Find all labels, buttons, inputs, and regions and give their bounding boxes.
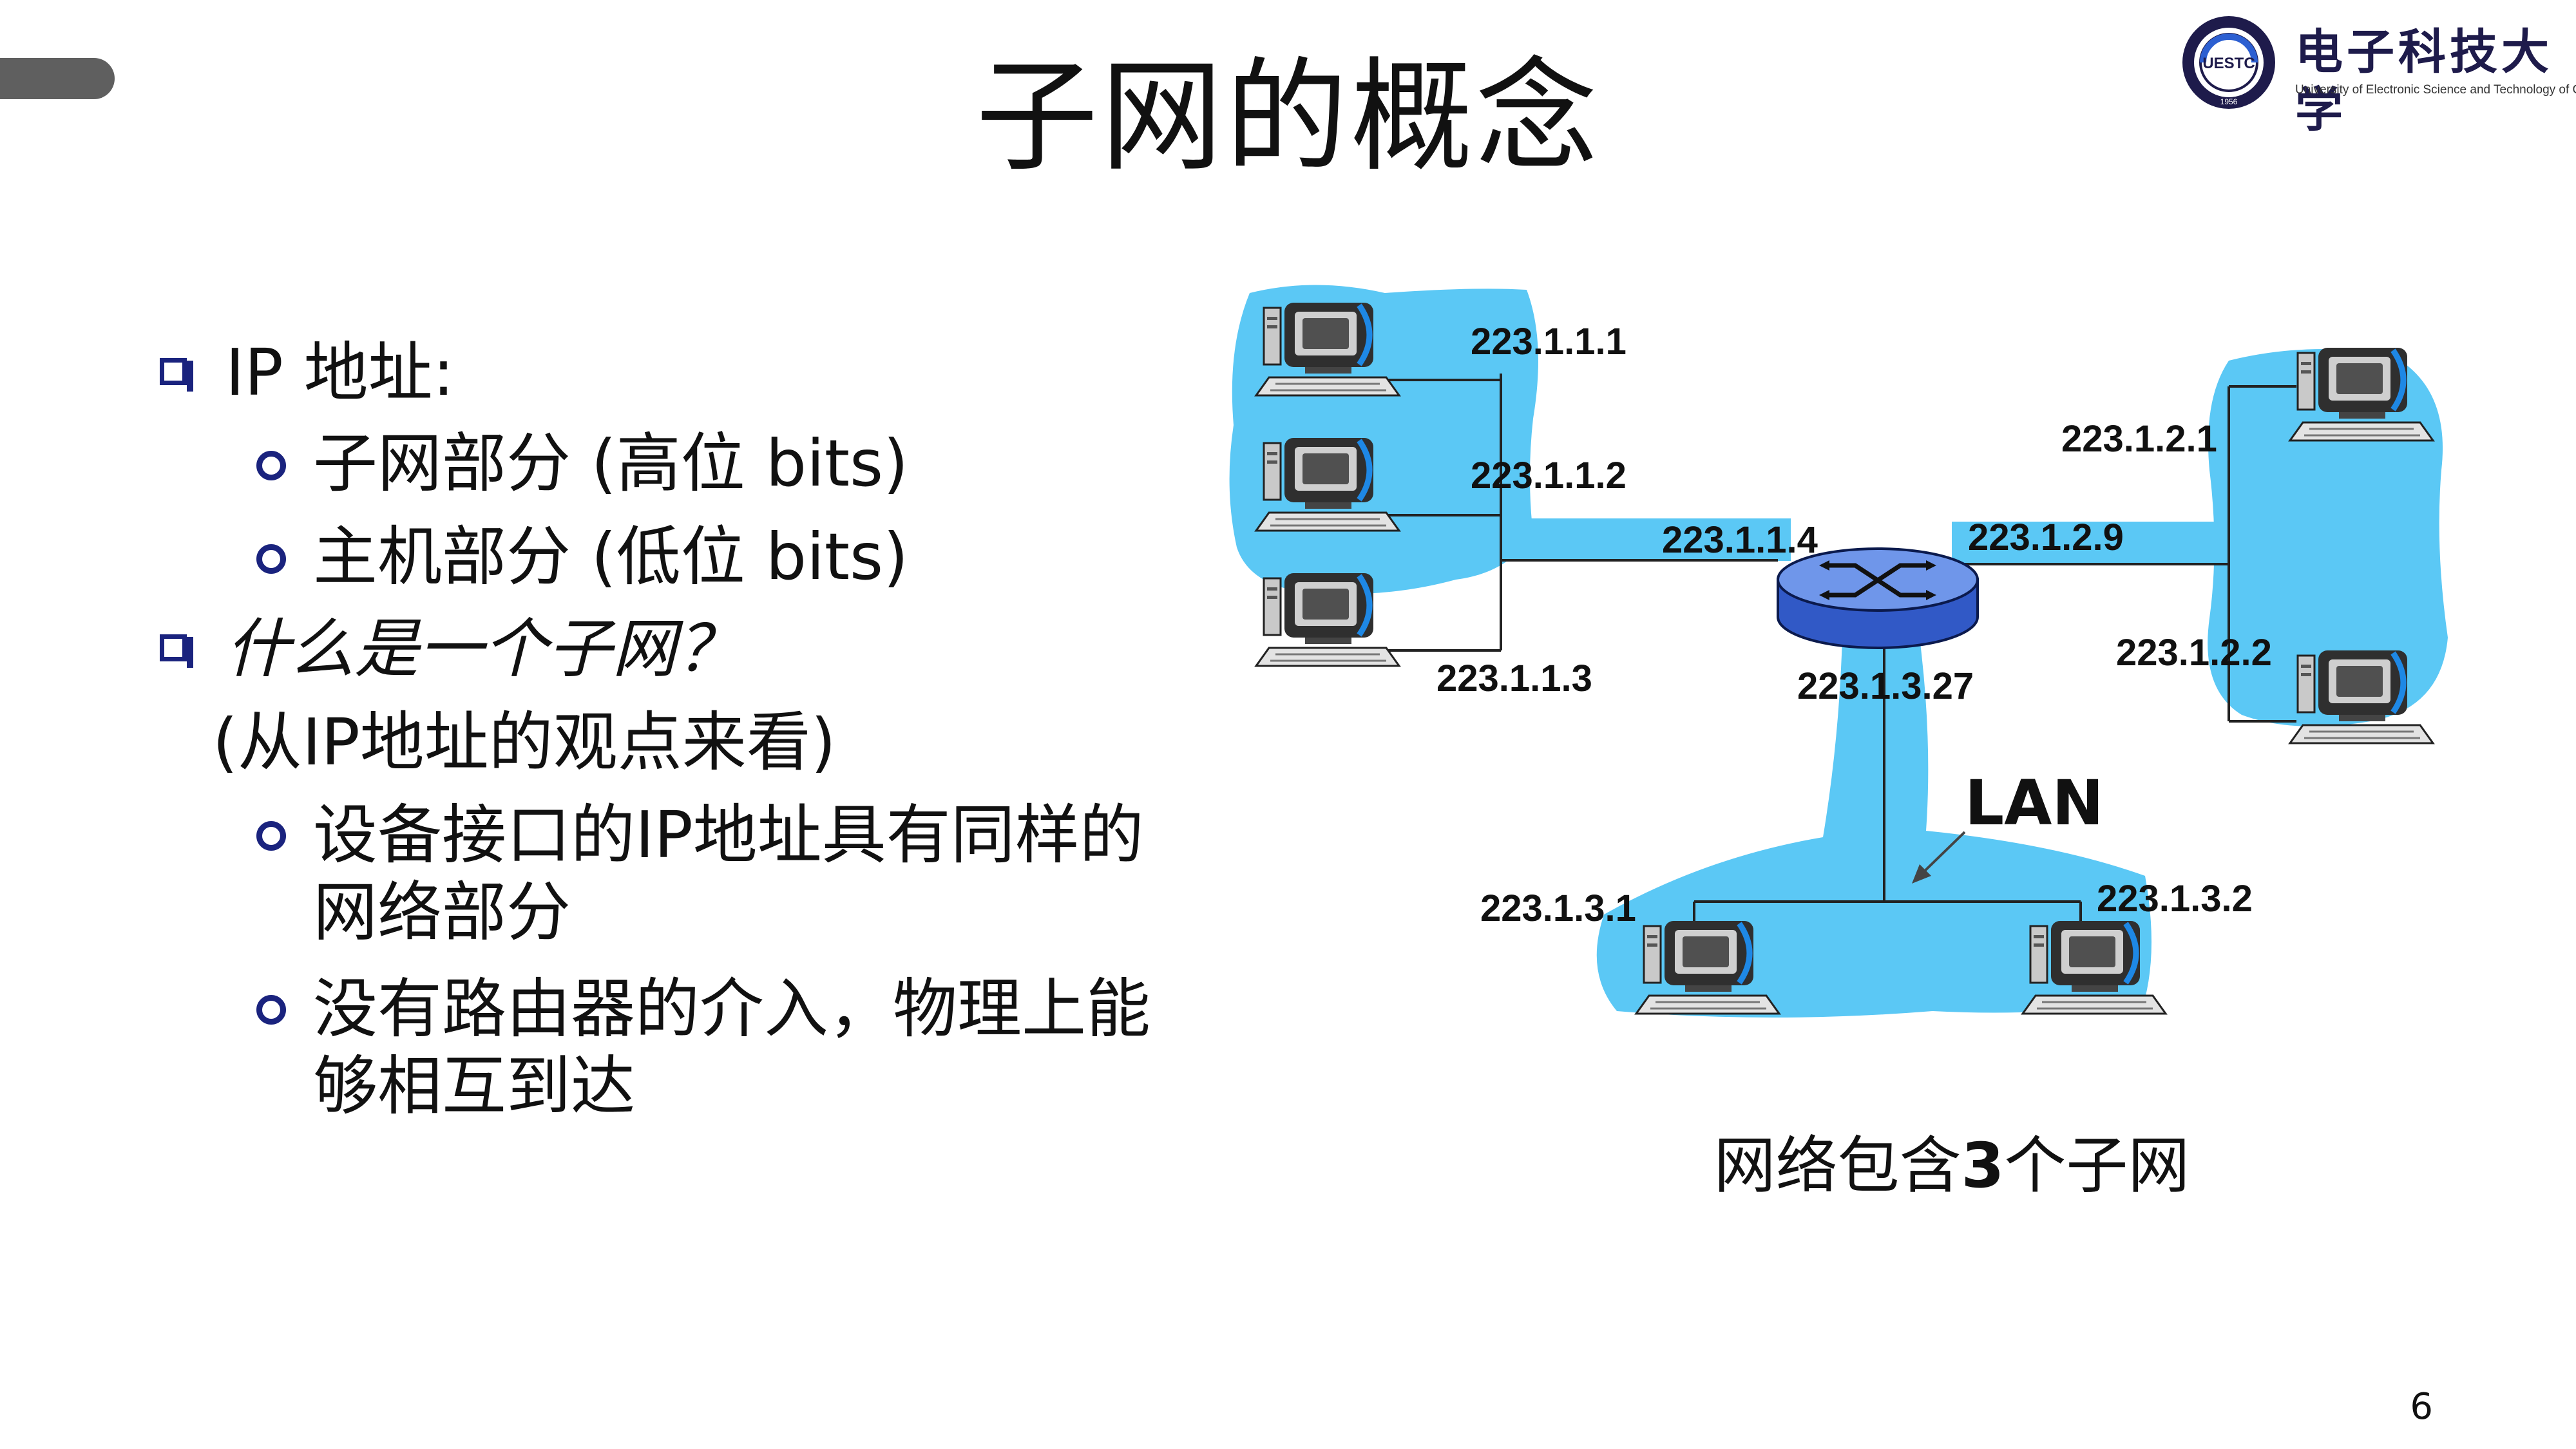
label-223-1-3-27: 223.1.3.27 [1797,665,1974,707]
sub-bullet-no-router-line2: 够相互到达 [313,1048,635,1124]
ring-bullet-icon [256,544,286,574]
lan-label: LAN [1965,767,2104,839]
sub-bullet-same-network-line2: 网络部分 [313,875,571,950]
side-tab-decoration [0,58,115,99]
university-seal-icon: UESTC 1956 [2182,16,2275,109]
bullet-what-is-subnet: 什么是一个子网？ [225,611,741,687]
square-bullet-icon [160,358,193,392]
lan-arrow [1917,831,1966,878]
label-223-1-1-2: 223.1.1.2 [1471,455,1627,497]
label-223-1-3-1: 223.1.3.1 [1480,887,1636,929]
seal-year: 1956 [2220,97,2238,106]
square-bullet-icon [160,634,193,668]
label-223-1-1-3: 223.1.1.3 [1436,658,1592,699]
page-number: 6 [2410,1386,2433,1428]
university-name-cn: 电子科技大学 [2295,24,2553,138]
caption-number: 3 [1961,1130,2005,1202]
ring-bullet-icon [256,995,286,1025]
caption-suffix: 个子网 [2004,1130,2190,1202]
ring-bullet-icon [256,451,286,480]
university-logo: UESTC 1956 电子科技大学 University of Electron… [2180,14,2576,138]
label-223-1-3-2: 223.1.3.2 [2097,878,2253,920]
university-name-en: University of Electronic Science and Tec… [2295,83,2576,97]
slide-title: 子网的概念 [975,46,1601,188]
sub-bullet-same-network-line1: 设备接口的IP地址具有同样的 [313,797,1144,873]
label-223-1-2-9: 223.1.2.9 [1968,516,2124,558]
subnet-diagram: 223.1.1.1 223.1.1.2 223.1.1.3 223.1.1.4 … [1229,285,2448,1202]
bullet-list: IP 地址: 子网部分 (高位 bits) 主机部分 (低位 bits) 什么是… [0,0,1211,1159]
label-223-1-1-1: 223.1.1.1 [1471,321,1627,363]
subnet-2-area [1952,349,2448,726]
label-223-1-2-2: 223.1.2.2 [2116,632,2272,674]
caption-prefix: 网络包含 [1714,1130,1961,1202]
ring-bullet-icon [256,821,286,851]
seal-abbrev: UESTC [2202,55,2255,72]
label-223-1-2-1: 223.1.2.1 [2061,418,2217,460]
bullet-ip-address: IP 地址: [225,335,455,410]
sub-bullet-subnet-part: 子网部分 (高位 bits) [313,426,909,501]
sub-bullet-no-router-line1: 没有路由器的介入，物理上能 [313,971,1150,1046]
router-icon [1777,547,1979,649]
bullet-note: (从IP地址的观点来看) [213,705,836,780]
sub-bullet-host-part: 主机部分 (低位 bits) [313,519,909,594]
diagram-caption: 网络包含3个子网 [1714,1130,2190,1202]
label-223-1-1-4: 223.1.1.4 [1662,519,1818,561]
